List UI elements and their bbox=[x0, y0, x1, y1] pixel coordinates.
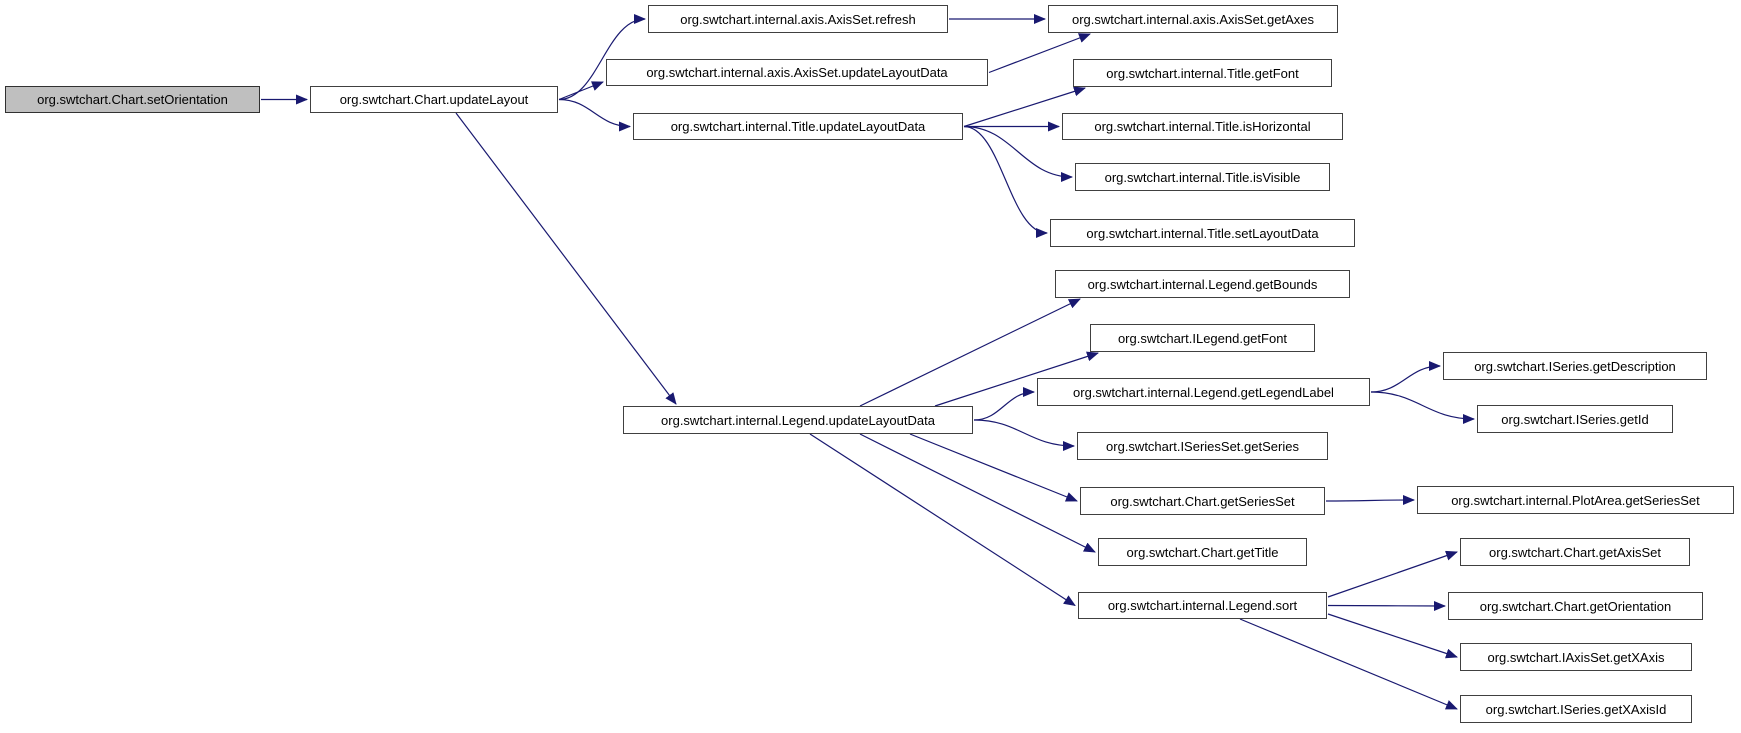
node-legend-update-layout-data[interactable]: org.swtchart.internal.Legend.updateLayou… bbox=[623, 406, 973, 434]
edge-legend-get-legend-label--iseries-get-id bbox=[1370, 391, 1475, 424]
node-chart-get-orientation[interactable]: org.swtchart.Chart.getOrientation bbox=[1448, 592, 1703, 620]
node-title-is-visible[interactable]: org.swtchart.internal.Title.isVisible bbox=[1075, 163, 1330, 191]
edge-legend-sort--chart-get-orientation bbox=[1327, 600, 1446, 611]
edge-update-layout--axisset-update-layout-data bbox=[558, 81, 604, 101]
node-chart-get-axis-set[interactable]: org.swtchart.Chart.getAxisSet bbox=[1460, 538, 1690, 566]
node-update-layout[interactable]: org.swtchart.Chart.updateLayout bbox=[310, 86, 558, 113]
node-axisset-update-layout-data[interactable]: org.swtchart.internal.axis.AxisSet.updat… bbox=[606, 59, 988, 86]
edge-legend-sort--iseries-get-x-axis-id bbox=[1239, 618, 1458, 710]
edge-legend-update-layout-data--legend-sort bbox=[809, 433, 1076, 607]
node-legend-sort[interactable]: org.swtchart.internal.Legend.sort bbox=[1078, 592, 1327, 619]
node-legend-get-legend-label[interactable]: org.swtchart.internal.Legend.getLegendLa… bbox=[1037, 378, 1370, 406]
node-ilegend-get-font[interactable]: org.swtchart.ILegend.getFont bbox=[1090, 324, 1315, 352]
edge-update-layout--axisset-refresh bbox=[558, 14, 646, 101]
node-iseriesset-get-series[interactable]: org.swtchart.ISeriesSet.getSeries bbox=[1077, 432, 1328, 460]
edge-legend-update-layout-data--legend-get-bounds bbox=[859, 298, 1081, 407]
node-axisset-refresh[interactable]: org.swtchart.internal.axis.AxisSet.refre… bbox=[648, 5, 948, 33]
edge-title-update-layout-data--title-get-font bbox=[963, 86, 1086, 128]
node-title-set-layout-data[interactable]: org.swtchart.internal.Title.setLayoutDat… bbox=[1050, 219, 1355, 247]
edge-title-update-layout-data--title-set-layout-data bbox=[963, 125, 1048, 238]
node-plotarea-get-series-set[interactable]: org.swtchart.internal.PlotArea.getSeries… bbox=[1417, 486, 1734, 514]
node-chart-get-title[interactable]: org.swtchart.Chart.getTitle bbox=[1098, 538, 1307, 566]
edge-update-layout--legend-update-layout-data bbox=[455, 112, 677, 405]
node-title-update-layout-data[interactable]: org.swtchart.internal.Title.updateLayout… bbox=[633, 113, 963, 140]
node-iseries-get-description[interactable]: org.swtchart.ISeries.getDescription bbox=[1443, 352, 1707, 380]
node-chart-get-series-set[interactable]: org.swtchart.Chart.getSeriesSet bbox=[1080, 487, 1325, 515]
edge-legend-sort--chart-get-axis-set bbox=[1327, 550, 1458, 598]
node-title-get-font[interactable]: org.swtchart.internal.Title.getFont bbox=[1073, 59, 1332, 87]
edge-chart-get-series-set--plotarea-get-series-set bbox=[1325, 495, 1415, 506]
edge-legend-update-layout-data--legend-get-legend-label bbox=[973, 387, 1035, 421]
node-axisset-get-axes[interactable]: org.swtchart.internal.axis.AxisSet.getAx… bbox=[1048, 5, 1338, 33]
edge-legend-update-layout-data--chart-get-series-set bbox=[909, 433, 1078, 502]
node-set-orientation[interactable]: org.swtchart.Chart.setOrientation bbox=[5, 86, 260, 113]
edge-title-update-layout-data--title-is-visible bbox=[963, 125, 1073, 182]
node-title-is-horizontal[interactable]: org.swtchart.internal.Title.isHorizontal bbox=[1062, 113, 1343, 140]
edge-legend-update-layout-data--iseriesset-get-series bbox=[973, 419, 1075, 451]
edge-axisset-update-layout-data--axisset-get-axes bbox=[988, 33, 1091, 74]
edge-legend-update-layout-data--ilegend-get-font bbox=[934, 351, 1099, 407]
node-legend-get-bounds[interactable]: org.swtchart.internal.Legend.getBounds bbox=[1055, 270, 1350, 298]
edge-legend-sort--iaxisset-get-x-axis bbox=[1327, 613, 1458, 659]
node-iseries-get-x-axis-id[interactable]: org.swtchart.ISeries.getXAxisId bbox=[1460, 695, 1692, 723]
edge-legend-update-layout-data--chart-get-title bbox=[859, 433, 1096, 553]
edge-legend-get-legend-label--iseries-get-description bbox=[1370, 361, 1441, 393]
node-iaxisset-get-x-axis[interactable]: org.swtchart.IAxisSet.getXAxis bbox=[1460, 643, 1692, 671]
node-iseries-get-id[interactable]: org.swtchart.ISeries.getId bbox=[1477, 405, 1673, 433]
edge-update-layout--title-update-layout-data bbox=[558, 98, 631, 132]
